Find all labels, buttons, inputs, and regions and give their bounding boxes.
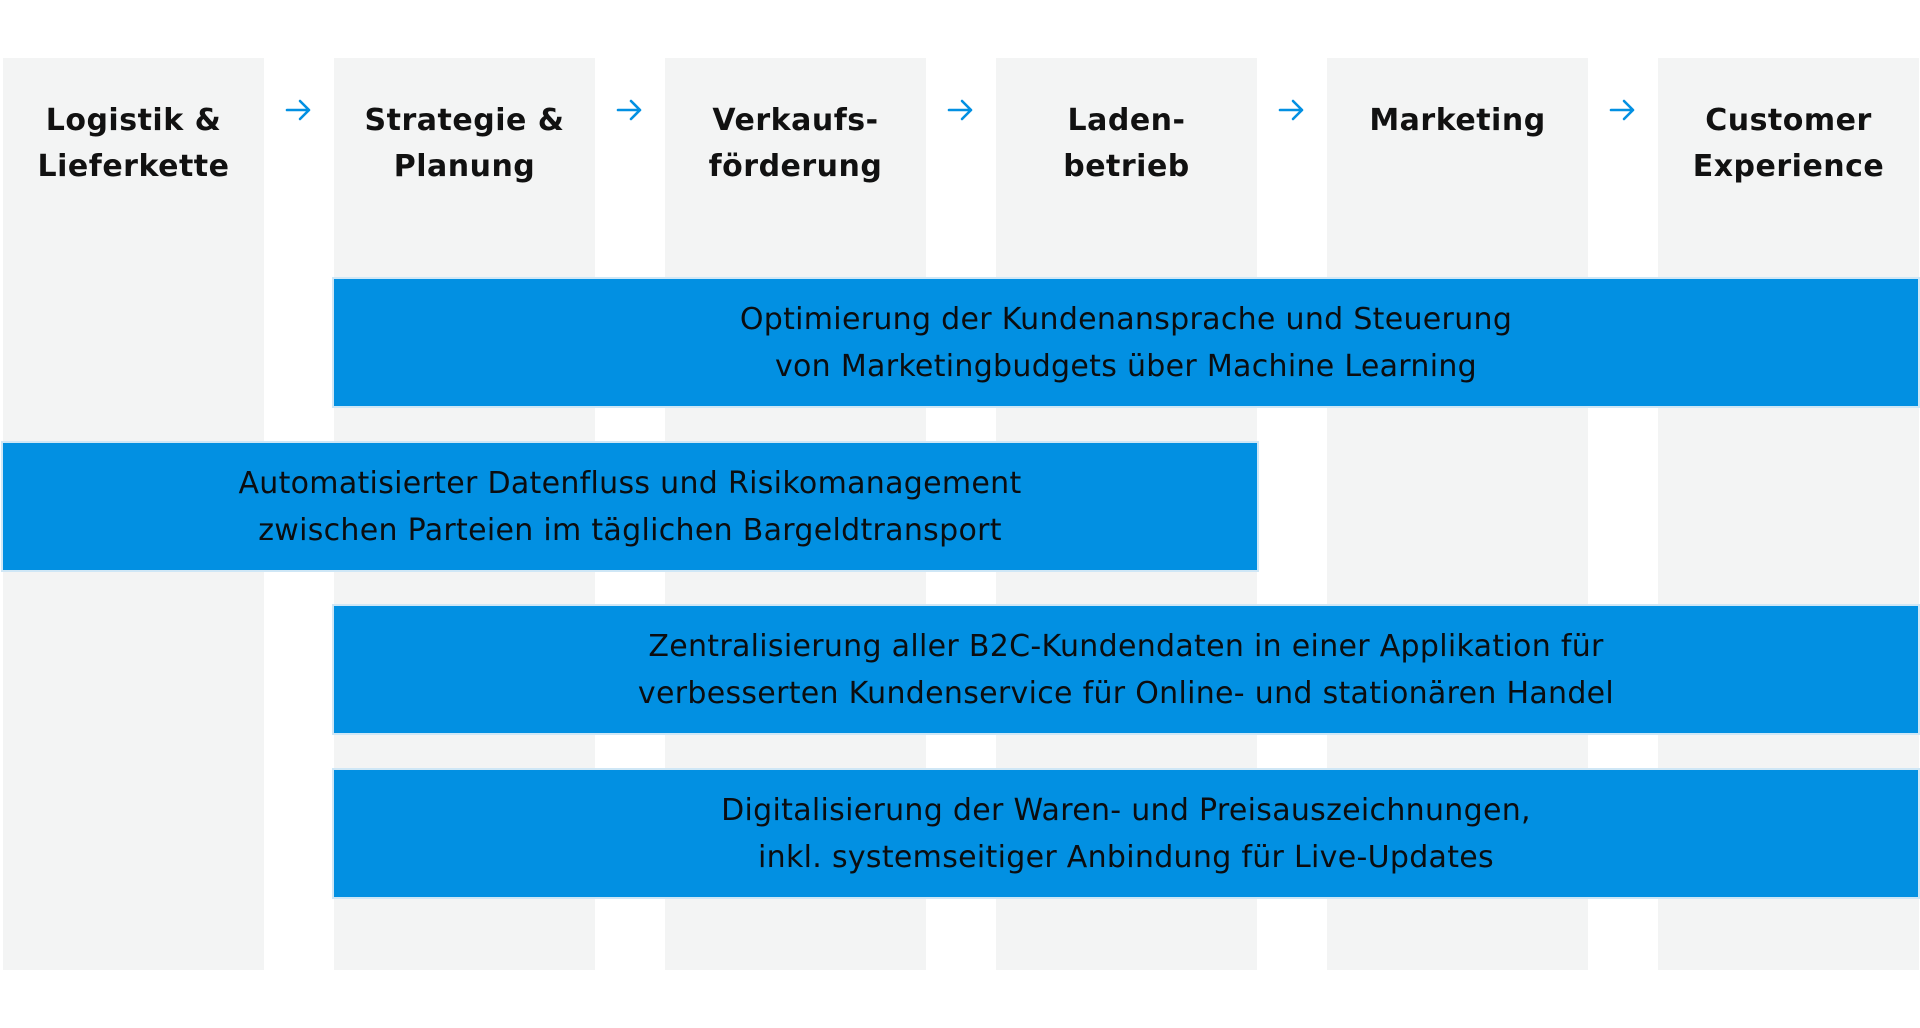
arrow-right-icon [1609, 99, 1635, 121]
column-title-line: Customer [1705, 103, 1872, 138]
use-case-bar-line: Automatisierter Datenfluss und Risikoman… [238, 465, 1022, 501]
arrow-right-icon [1278, 99, 1304, 121]
use-case-bar-line: von Marketingbudgets über Machine Learni… [774, 348, 1478, 384]
column-title-line: betrieb [1063, 149, 1190, 184]
column-title-line: förderung [708, 149, 883, 184]
column-title: Strategie & Planung [334, 98, 595, 190]
use-case-bar-line: Zentralisierung aller B2C-Kundendaten in… [648, 628, 1604, 664]
column-title-line: Experience [1692, 149, 1885, 184]
column-title-line: Strategie & [364, 103, 565, 138]
use-case-bar-line: Digitalisierung der Waren- und Preisausz… [721, 792, 1531, 828]
use-case-bar-marketing-ml: Optimierung der Kundenansprache und Steu… [332, 277, 1920, 408]
use-case-bar-line: verbesserten Kundenservice für Online- u… [637, 675, 1615, 711]
column-title-line: Lieferkette [37, 149, 230, 184]
use-case-bar-preisauszeichnung: Digitalisierung der Waren- und Preisausz… [332, 768, 1920, 899]
use-case-bar-line: Optimierung der Kundenansprache und Steu… [739, 301, 1513, 337]
column-title: Customer Experience [1658, 98, 1919, 190]
arrow-right-icon [285, 99, 311, 121]
column-title: Laden- betrieb [996, 98, 1257, 190]
use-case-bar-line: zwischen Parteien im täglichen Bargeldtr… [258, 512, 1002, 548]
column-title-line: Logistik & [45, 103, 222, 138]
arrow-right-icon [947, 99, 973, 121]
arrow-right-icon [616, 99, 642, 121]
column-title: Verkaufs- förderung [665, 98, 926, 190]
column-title-line: Laden- [1067, 103, 1186, 138]
column-title-line: Marketing [1369, 103, 1546, 138]
column-title: Logistik & Lieferkette [3, 98, 264, 190]
column-title: Marketing [1327, 98, 1588, 144]
use-case-bar-kundendaten: Zentralisierung aller B2C-Kundendaten in… [332, 604, 1920, 735]
use-case-bar-bargeldtransport: Automatisierter Datenfluss und Risikoman… [1, 441, 1259, 572]
column-title-line: Planung [393, 149, 536, 184]
column-title-line: Verkaufs- [712, 103, 879, 138]
use-case-bar-line: inkl. systemseitiger Anbindung für Live-… [758, 839, 1494, 875]
